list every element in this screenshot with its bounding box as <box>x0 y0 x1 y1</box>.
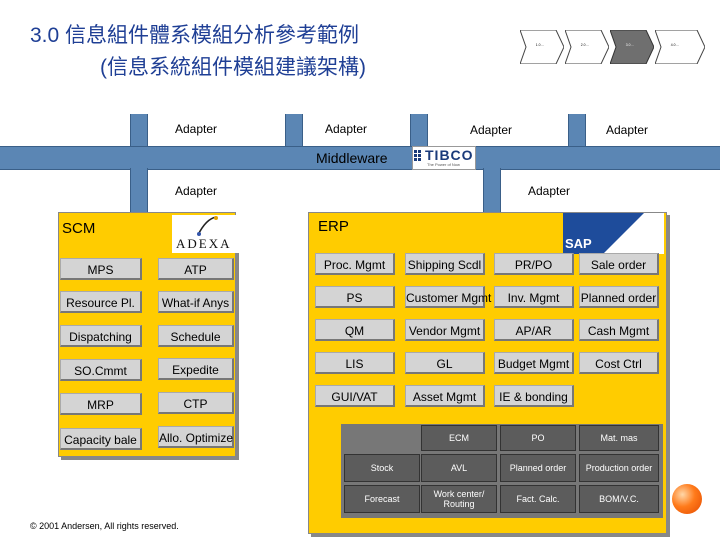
scm-module: ATP <box>158 258 234 280</box>
adapter-label: Adapter <box>175 122 218 136</box>
tibco-wordmark: TIBCO <box>425 147 474 163</box>
erp-detail-module: Fact. Calc. <box>500 485 576 513</box>
erp-detail-module: Production order <box>579 454 659 482</box>
erp-detail-module: Work center/ Routing <box>421 485 497 513</box>
step-label-4: 4.0 ... <box>670 43 680 47</box>
copyright-text: © 2001 Andersen, All rights reserved. <box>30 521 179 531</box>
scm-module: MRP <box>60 393 142 415</box>
erp-module: Sale order <box>579 253 659 275</box>
scm-title: SCM <box>62 220 96 237</box>
tibco-logo: TIBCO The Power of Now <box>412 146 476 170</box>
erp-module: Cost Ctrl <box>579 352 659 374</box>
erp-module: Shipping Scdl <box>405 253 485 275</box>
erp-module: Proc. Mgmt <box>315 253 395 275</box>
bus-connector-bottom-1 <box>130 168 148 212</box>
erp-module: Budget Mgmt <box>494 352 574 374</box>
erp-detail-module: Forecast <box>344 485 420 513</box>
erp-module: Vendor Mgmt <box>405 319 485 341</box>
erp-module: GL <box>405 352 485 374</box>
scm-module: Schedule <box>158 325 234 347</box>
tibco-mark-icon <box>414 150 421 161</box>
scm-module: What-if Anys <box>158 291 234 313</box>
erp-detail-module: Mat. mas <box>579 425 659 451</box>
bus-connector-top-4 <box>568 114 586 146</box>
erp-detail-module: Planned order <box>500 454 576 482</box>
step-label-3: 3.0 ... <box>625 43 635 47</box>
erp-module: GUI/VAT <box>315 385 395 407</box>
erp-module: PR/PO <box>494 253 574 275</box>
step-label-1: 1.0 ... <box>535 43 545 47</box>
bus-connector-bottom-2 <box>483 168 501 212</box>
bus-connector-top-1 <box>130 114 148 146</box>
adexa-swoosh-icon <box>197 216 218 236</box>
erp-module: Cash Mgmt <box>579 319 659 341</box>
erp-module: IE & bonding <box>494 385 574 407</box>
erp-module: QM <box>315 319 395 341</box>
scm-module: Resource Pl. <box>60 291 142 313</box>
sap-wordmark: SAP <box>565 236 592 251</box>
erp-detail-module: BOM/V.C. <box>579 485 659 513</box>
bus-connector-top-2 <box>285 114 303 146</box>
erp-detail-module: ECM <box>421 425 497 451</box>
erp-module: Asset Mgmt <box>405 385 485 407</box>
sap-logo: SAP <box>563 213 664 254</box>
scm-module: Dispatching <box>60 325 142 347</box>
middleware-label: Middleware <box>316 150 388 166</box>
adexa-logo: ADEXA <box>172 215 240 253</box>
bus-connector-top-3 <box>410 114 428 146</box>
step-chevron-3: 3.0 ... <box>610 30 654 64</box>
erp-module: LIS <box>315 352 395 374</box>
title-line-1: 3.0 信息組件體系模組分析參考範例 <box>30 24 360 47</box>
erp-module: PS <box>315 286 395 308</box>
scm-module: CTP <box>158 392 234 414</box>
erp-module: AP/AR <box>494 319 574 341</box>
adapter-label: Adapter <box>470 123 513 137</box>
scm-module: SO.Cmmt <box>60 359 142 381</box>
adapter-label: Adapter <box>325 122 368 136</box>
adapter-label: Adapter <box>528 184 571 198</box>
erp-module: Customer Mgmt <box>405 286 491 308</box>
title-line-2: (信息系統組件模組建議架構) <box>100 56 366 79</box>
erp-detail-module: PO <box>500 425 576 451</box>
page-title: 3.0 信息組件體系模組分析參考範例 (信息系統組件模組建議架構) <box>30 20 366 84</box>
scm-module: MPS <box>60 258 142 280</box>
step-label-2: 2.0 ... <box>580 43 590 47</box>
erp-title: ERP <box>318 218 349 235</box>
adapter-label: Adapter <box>175 184 218 198</box>
erp-detail-module: Stock <box>344 454 420 482</box>
step-chevron-4: 4.0 ... <box>655 30 705 64</box>
adexa-wordmark: ADEXA <box>176 236 232 251</box>
step-chevron-1: 1.0 ... <box>520 30 564 64</box>
middleware-bus <box>0 146 720 170</box>
orange-ball-icon <box>672 484 702 514</box>
scm-module: Capacity bale <box>60 428 142 450</box>
erp-detail-module: AVL <box>421 454 497 482</box>
scm-module: Expedite <box>158 358 234 380</box>
scm-module: Allo. Optimize <box>158 426 234 448</box>
erp-module: Inv. Mgmt <box>494 286 574 308</box>
step-chevron-2: 2.0 ... <box>565 30 609 64</box>
adapter-label: Adapter <box>606 123 649 137</box>
erp-module: Planned order <box>579 286 659 308</box>
tibco-tagline: The Power of Now <box>427 162 460 167</box>
